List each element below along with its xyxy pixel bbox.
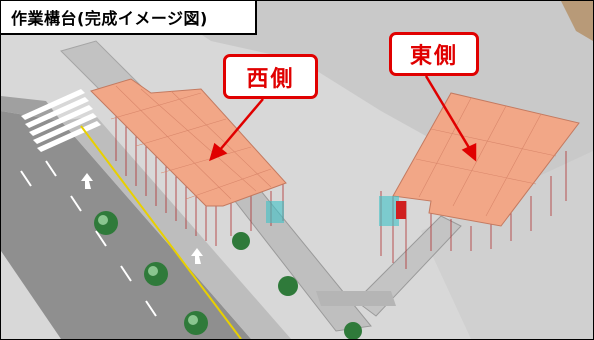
- east-stair-tower: [379, 196, 399, 226]
- lane-arrows: [81, 173, 203, 264]
- figure-title: 作業構台(完成イメージ図): [1, 1, 257, 35]
- arrow-west: [218, 98, 264, 152]
- center-line: [80, 125, 242, 339]
- ramp-landing: [316, 291, 396, 306]
- arrow-east: [424, 75, 473, 152]
- label-west-side: 西側: [223, 54, 318, 99]
- building-corner: [561, 1, 593, 41]
- arrowhead-west: [209, 142, 228, 162]
- east-deck-grid: [415, 97, 557, 217]
- crosswalk: [21, 89, 101, 152]
- right-plaza: [421, 151, 593, 339]
- annotation-arrows: [209, 75, 477, 162]
- west-stair-tower: [266, 201, 284, 223]
- street-tree-highlights: [98, 215, 198, 325]
- lane-markings: [20, 160, 157, 317]
- road: [1, 111, 251, 339]
- label-east-side: 東側: [389, 32, 479, 76]
- sidewalk: [61, 116, 291, 339]
- east-platform-deck: [392, 92, 580, 227]
- elevated-deck: [151, 1, 593, 231]
- west-deck-grid: [110, 85, 272, 200]
- east-access-door: [396, 201, 406, 219]
- arrowhead-east: [461, 143, 477, 162]
